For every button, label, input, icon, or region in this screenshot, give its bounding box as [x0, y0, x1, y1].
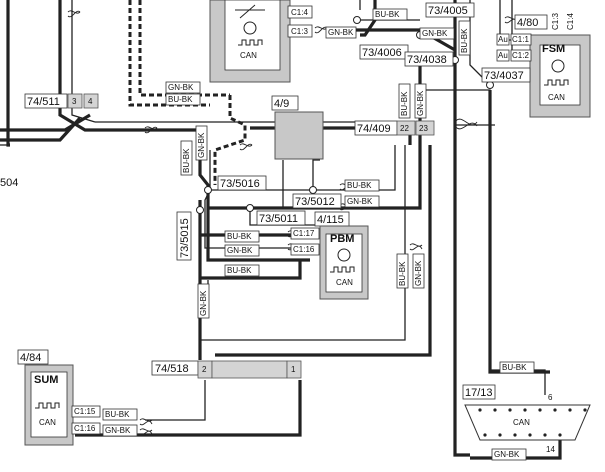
fsm-ref: 4/80 — [517, 17, 538, 29]
sum-name: SUM — [34, 374, 58, 386]
wire-label: BU-BK — [460, 28, 469, 53]
fsm-module: 4/80 FSM CAN Au Au C1:1 C1:2 C1:3 C1:4 — [496, 13, 591, 118]
splice-labels: 73/4005 73/4006 73/4038 73/4037 73/5016 … — [0, 2, 531, 261]
connector-74-511: 74/511 3 4 — [24, 93, 99, 109]
splice-73-5016: 73/5016 — [220, 178, 260, 190]
wire-label: GN-BK — [494, 450, 520, 459]
splice-73-4006: 73/4006 — [362, 47, 402, 59]
fsm-waveform-icon — [544, 79, 569, 86]
connector-74-511-pin-3: 3 — [72, 97, 77, 106]
dlc-pin-14: 14 — [546, 445, 555, 454]
wire-label: GN-BK — [105, 426, 131, 435]
wire-label: BU-BK — [105, 410, 130, 419]
wire-label: BU-BK — [375, 10, 400, 19]
pbm-ref: 4/115 — [317, 214, 344, 226]
splice-73-5012: 73/5012 — [295, 196, 335, 208]
splice-73-5011: 73/5011 — [259, 213, 298, 225]
transistor-icon — [243, 21, 257, 35]
wire-label: BU-BK — [227, 232, 252, 241]
top-module: CAN C1:4 C1:3 — [209, 0, 313, 83]
sum-pin-c1-15: C1:15 — [74, 407, 96, 416]
pbm-transistor-icon — [337, 248, 351, 262]
box-4-9-ref: 4/9 — [274, 98, 289, 110]
wire-label: BU-BK — [227, 266, 252, 275]
fsm-pin-c1-2: C1:2 — [512, 51, 529, 60]
connector-74-518-ref: 74/518 — [155, 363, 189, 375]
sum-ref: 4/84 — [20, 352, 41, 364]
wire-label: BU-BK — [502, 363, 527, 372]
splice-73-4038: 73/4038 — [407, 54, 447, 66]
au-tag-1: Au — [498, 35, 508, 44]
pbm-name: PBM — [330, 233, 354, 245]
sum-pin-c1-16: C1:16 — [74, 424, 96, 433]
splice-73-4037: 73/4037 — [484, 70, 524, 82]
wire-label: GN-BK — [416, 90, 425, 116]
wire-label: BU-BK — [168, 95, 193, 104]
top-module-pin-c1-3: C1:3 — [291, 27, 308, 36]
wire-label: GN-BK — [422, 29, 448, 38]
connector-74-511-ref: 74/511 — [27, 96, 60, 108]
sum-waveform-icon — [35, 402, 60, 409]
wire-label: BU-BK — [400, 91, 409, 116]
wire-label: GN-BK — [199, 290, 208, 316]
dlc-pin-6: 6 — [548, 393, 553, 402]
pbm-bus: CAN — [336, 278, 353, 287]
top-module-bus: CAN — [240, 51, 257, 60]
connector-74-518-pin-1: 1 — [291, 365, 296, 374]
wire-label: GN-BK — [414, 260, 423, 286]
connector-74-518-pin-2: 2 — [202, 365, 207, 374]
au-tag-2: Au — [498, 51, 508, 60]
fsm-pin-c1-4: C1:4 — [566, 13, 575, 30]
wire-label: BU-BK — [182, 148, 191, 173]
fsm-pin-c1-1: C1:1 — [512, 35, 529, 44]
splice-73-5015: 73/5015 — [179, 218, 191, 258]
connector-74-511-pin-4: 4 — [88, 97, 93, 106]
splice-73-4005: 73/4005 — [428, 5, 468, 17]
connector-74-409-ref: 74/409 — [357, 123, 391, 135]
dlc-bus-marker: CAN — [513, 418, 530, 427]
wire-label: GN-BK — [347, 197, 373, 206]
dlc-ref: 17/13 — [465, 387, 493, 399]
pbm-waveform-icon — [330, 266, 355, 273]
switch-icon — [235, 4, 265, 19]
signal-waveform-icon — [238, 39, 263, 46]
wire-label: BU-BK — [347, 181, 372, 190]
wire-label: GN-BK — [328, 28, 354, 37]
fsm-name: FSM — [542, 43, 565, 55]
wire-label: GN-BK — [227, 246, 253, 255]
pbm-pin-c1-17: C1:17 — [293, 229, 315, 238]
wire-label: BU-BK — [398, 261, 407, 286]
sum-module: 4/84 SUM CAN C1:15 C1:16 — [17, 349, 101, 446]
dlc-connector: 17/13 CAN 6 14 — [462, 384, 591, 454]
pbm-module: 4/115 PBM CAN C1:17 C1:16 — [290, 211, 369, 300]
top-module-pin-c1-4: C1:4 — [291, 8, 308, 17]
fsm-transistor-icon — [551, 59, 565, 73]
wire-label: GN-BK — [197, 132, 206, 158]
connector-74-409-pin-23: 23 — [419, 124, 428, 133]
sum-bus: CAN — [39, 418, 56, 427]
edge-label-504: 504 — [0, 177, 18, 189]
fsm-bus: CAN — [548, 93, 565, 102]
wire-label: GN-BK — [168, 83, 194, 92]
pbm-pin-c1-16: C1:16 — [293, 245, 315, 254]
box-4-9: 4/9 — [271, 95, 324, 160]
wire-labels: BU-BK GN-BK GN-BK BU-BK BU-BK GN-BK BU-B… — [102, 8, 535, 461]
connector-74-409: 74/409 22 23 — [354, 120, 435, 136]
fsm-pin-c1-3: C1:3 — [551, 13, 560, 30]
connector-74-409-pin-22: 22 — [400, 124, 409, 133]
connector-74-518: 74/518 2 1 — [151, 360, 302, 379]
